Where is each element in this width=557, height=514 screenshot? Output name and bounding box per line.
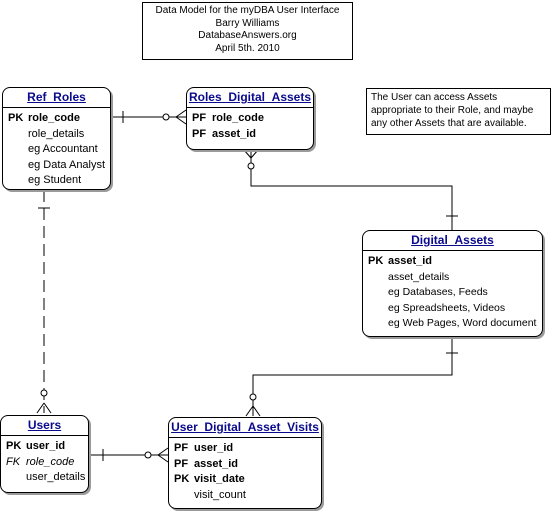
attr-name: eg Databases, Feeds bbox=[388, 286, 488, 298]
attr-row: eg Databases, Feeds bbox=[368, 285, 537, 301]
attr-name: role_code bbox=[28, 112, 80, 124]
attr-row: eg Accountant bbox=[8, 142, 105, 158]
attr-row: asset_details bbox=[368, 270, 537, 286]
attr-name: role_details bbox=[28, 127, 85, 140]
note-line-1: The User can access Assets bbox=[371, 92, 498, 103]
rel-roles-to-roles-assets bbox=[111, 109, 187, 125]
rel-users-to-visits bbox=[89, 447, 169, 463]
attr-name: user_details bbox=[26, 471, 86, 483]
attr-row: PF asset_id bbox=[192, 127, 308, 143]
attr-key: PK bbox=[174, 473, 190, 485]
attr-row: eg Student bbox=[8, 173, 105, 189]
attr-key: PF bbox=[192, 112, 207, 124]
attr-key: PK bbox=[8, 112, 24, 124]
attr-row: PK user_id bbox=[6, 439, 83, 455]
attr-name: user_id bbox=[194, 442, 234, 454]
attr-name: asset_id bbox=[212, 127, 257, 140]
attr-name: eg Accountant bbox=[28, 143, 98, 155]
entity-user-digital-asset-visits[interactable]: User_Digital_Asset_Visits PF user_id PF as… bbox=[168, 417, 322, 509]
note-line-2: appropriate to their Role, and maybe bbox=[371, 105, 534, 116]
attr-row: eg Web Pages, Word document bbox=[368, 316, 537, 332]
attr-row: PK asset_id bbox=[368, 254, 537, 270]
attr-name: eg Student bbox=[28, 174, 82, 186]
attr-row: PF user_id bbox=[174, 441, 316, 457]
title-line-3: DatabaseAnswers.org bbox=[198, 30, 297, 41]
attr-name: visit_date bbox=[194, 473, 245, 485]
attr-key: PF bbox=[174, 457, 189, 470]
attr-name: asset_details bbox=[388, 270, 450, 283]
title-line-2: Barry Williams bbox=[215, 17, 280, 29]
note-line-3: any other Assets that are available. bbox=[371, 118, 527, 129]
attr-row: visit_count bbox=[174, 488, 316, 504]
attr-key: FK bbox=[6, 455, 21, 468]
attr-name: asset_id bbox=[194, 457, 239, 470]
title-line-1: Data Model for the myDBA User Interface bbox=[155, 5, 340, 16]
attr-row: eg Data Analyst bbox=[8, 158, 105, 174]
attr-row: PK role_code bbox=[8, 111, 105, 127]
attr-key: PF bbox=[174, 442, 189, 454]
attr-name: role_code bbox=[26, 455, 75, 468]
annotation-note: The User can access Assets appropriate t… bbox=[366, 88, 551, 135]
attr-key: PF bbox=[192, 127, 207, 140]
attr-key: PK bbox=[368, 255, 384, 267]
attr-name: asset_id bbox=[388, 255, 433, 267]
rel-assets-to-roles-assets bbox=[243, 149, 458, 230]
entity-name: Digital_Assets bbox=[363, 231, 542, 251]
attr-name: user_id bbox=[26, 440, 66, 452]
attr-name: eg Spreadsheets, Videos bbox=[388, 301, 506, 314]
attr-name: eg Web Pages, Word document bbox=[388, 317, 537, 329]
attr-name: visit_count bbox=[194, 488, 246, 501]
entity-ref-roles[interactable]: Ref_Roles PK role_code role_details eg Ac… bbox=[2, 87, 111, 190]
attr-row: role_details bbox=[8, 127, 105, 143]
attr-row: FK role_code bbox=[6, 455, 83, 471]
attr-row: PF asset_id bbox=[174, 457, 316, 473]
attr-row: PF role_code bbox=[192, 111, 308, 127]
attr-name: eg Data Analyst bbox=[28, 158, 106, 171]
diagram-title-box: Data Model for the myDBA User Interface … bbox=[142, 2, 353, 60]
entity-users[interactable]: Users PK user_id FK role_code user_details bbox=[0, 415, 89, 493]
attr-name: role_code bbox=[212, 112, 264, 124]
attr-row: PK visit_date bbox=[174, 472, 316, 488]
rel-roles-to-users bbox=[36, 190, 52, 414]
entity-name: User_Digital_Asset_Visits bbox=[169, 418, 321, 438]
entity-name: Roles_Digital_Assets bbox=[187, 88, 313, 108]
attr-key: PK bbox=[6, 440, 22, 452]
entity-name: Users bbox=[1, 416, 88, 436]
entity-roles-digital-assets[interactable]: Roles_Digital_Assets PF role_code PF asset… bbox=[186, 87, 314, 150]
rel-assets-to-visits bbox=[245, 337, 458, 417]
attr-row: eg Spreadsheets, Videos bbox=[368, 301, 537, 317]
attr-row: user_details bbox=[6, 470, 86, 486]
title-line-4: April 5th. 2010 bbox=[215, 42, 280, 54]
entity-name: Ref_Roles bbox=[3, 88, 110, 108]
